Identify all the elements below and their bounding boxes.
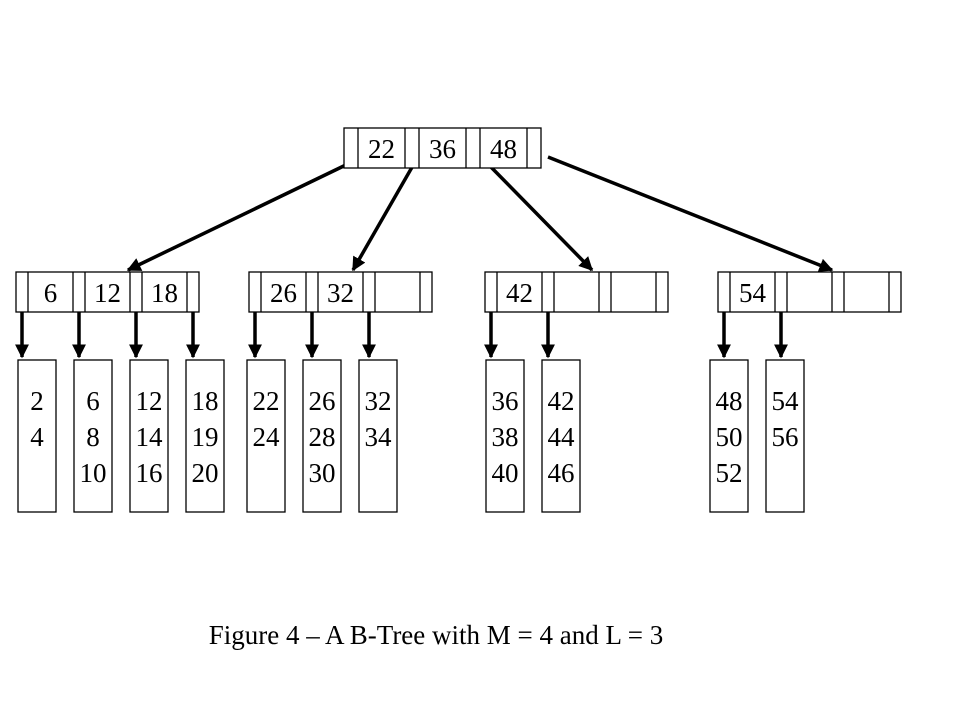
leaf-box [485, 359, 525, 513]
leaf-node: 26 28 30 [302, 359, 342, 513]
leaf-box [246, 359, 286, 513]
leaf-value: 48 [716, 386, 743, 416]
pointer-arrow [351, 161, 417, 272]
node-key: 22 [368, 134, 395, 164]
leaf-value: 28 [309, 422, 336, 452]
leaf-value: 22 [253, 386, 280, 416]
leaf-value: 40 [492, 458, 519, 488]
internal-node: 26 32 [248, 271, 433, 313]
node-box [343, 127, 542, 169]
root-node: 22 36 48 [343, 127, 542, 169]
leaf-node: 36 38 40 [485, 359, 525, 513]
leaf-value: 46 [548, 458, 575, 488]
node-key: 18 [151, 278, 178, 308]
leaf-value: 56 [772, 422, 799, 452]
node-key: 32 [327, 278, 354, 308]
leaf-value: 38 [492, 422, 519, 452]
leaf-value: 52 [716, 458, 743, 488]
figure-caption: Figure 4 – A B-Tree with M = 4 and L = 3 [209, 620, 663, 650]
leaf-value: 8 [86, 422, 100, 452]
leaf-value: 4 [30, 422, 44, 452]
leaf-node: 24 [17, 359, 57, 513]
node-key: 42 [506, 278, 533, 308]
leaf-node: 42 44 46 [541, 359, 581, 513]
leaf-value: 18 [192, 386, 219, 416]
leaf-box [709, 359, 749, 513]
leaf-value: 24 [253, 422, 281, 452]
leaf-value: 2 [30, 386, 44, 416]
leaf-box [17, 359, 57, 513]
node-key: 12 [94, 278, 121, 308]
leaf-value: 30 [309, 458, 336, 488]
leaf-node: 12 14 16 [129, 359, 169, 513]
leaf-value: 26 [309, 386, 336, 416]
node-box [248, 271, 433, 313]
node-box [15, 271, 200, 313]
leaf-value: 14 [136, 422, 164, 452]
node-box [484, 271, 669, 313]
leaf-node: 18 19 20 [185, 359, 225, 513]
leaf-box [765, 359, 805, 513]
internal-node: 6 12 18 [15, 271, 200, 313]
leaf-value: 16 [136, 458, 163, 488]
leaf-value: 34 [365, 422, 393, 452]
leaf-value: 20 [192, 458, 219, 488]
leaf-value: 42 [548, 386, 575, 416]
leaf-value: 44 [548, 422, 576, 452]
leaf-value: 54 [772, 386, 800, 416]
leaf-value: 12 [136, 386, 163, 416]
node-key: 48 [490, 134, 517, 164]
leaf-box [129, 359, 169, 513]
pointer-arrow [126, 160, 353, 272]
leaf-box [302, 359, 342, 513]
leaf-value: 32 [365, 386, 392, 416]
internal-node: 54 [717, 271, 902, 313]
node-key: 36 [429, 134, 456, 164]
leaf-value: 50 [716, 422, 743, 452]
leaf-box [73, 359, 113, 513]
edges-layer [14, 155, 834, 359]
leaf-box [358, 359, 398, 513]
leaf-box [185, 359, 225, 513]
node-key: 6 [44, 278, 58, 308]
leaf-node: 6 8 10 [73, 359, 113, 513]
pointer-arrow [547, 155, 834, 272]
node-key: 26 [270, 278, 297, 308]
leaf-value: 36 [492, 386, 519, 416]
internal-node: 42 [484, 271, 669, 313]
leaf-value: 19 [192, 422, 219, 452]
node-box [717, 271, 902, 313]
leaf-box [541, 359, 581, 513]
node-key: 54 [739, 278, 767, 308]
leaf-value: 6 [86, 386, 100, 416]
pointer-arrow [484, 160, 594, 272]
leaf-node: 48 50 52 [709, 359, 749, 513]
leaf-value: 10 [80, 458, 107, 488]
